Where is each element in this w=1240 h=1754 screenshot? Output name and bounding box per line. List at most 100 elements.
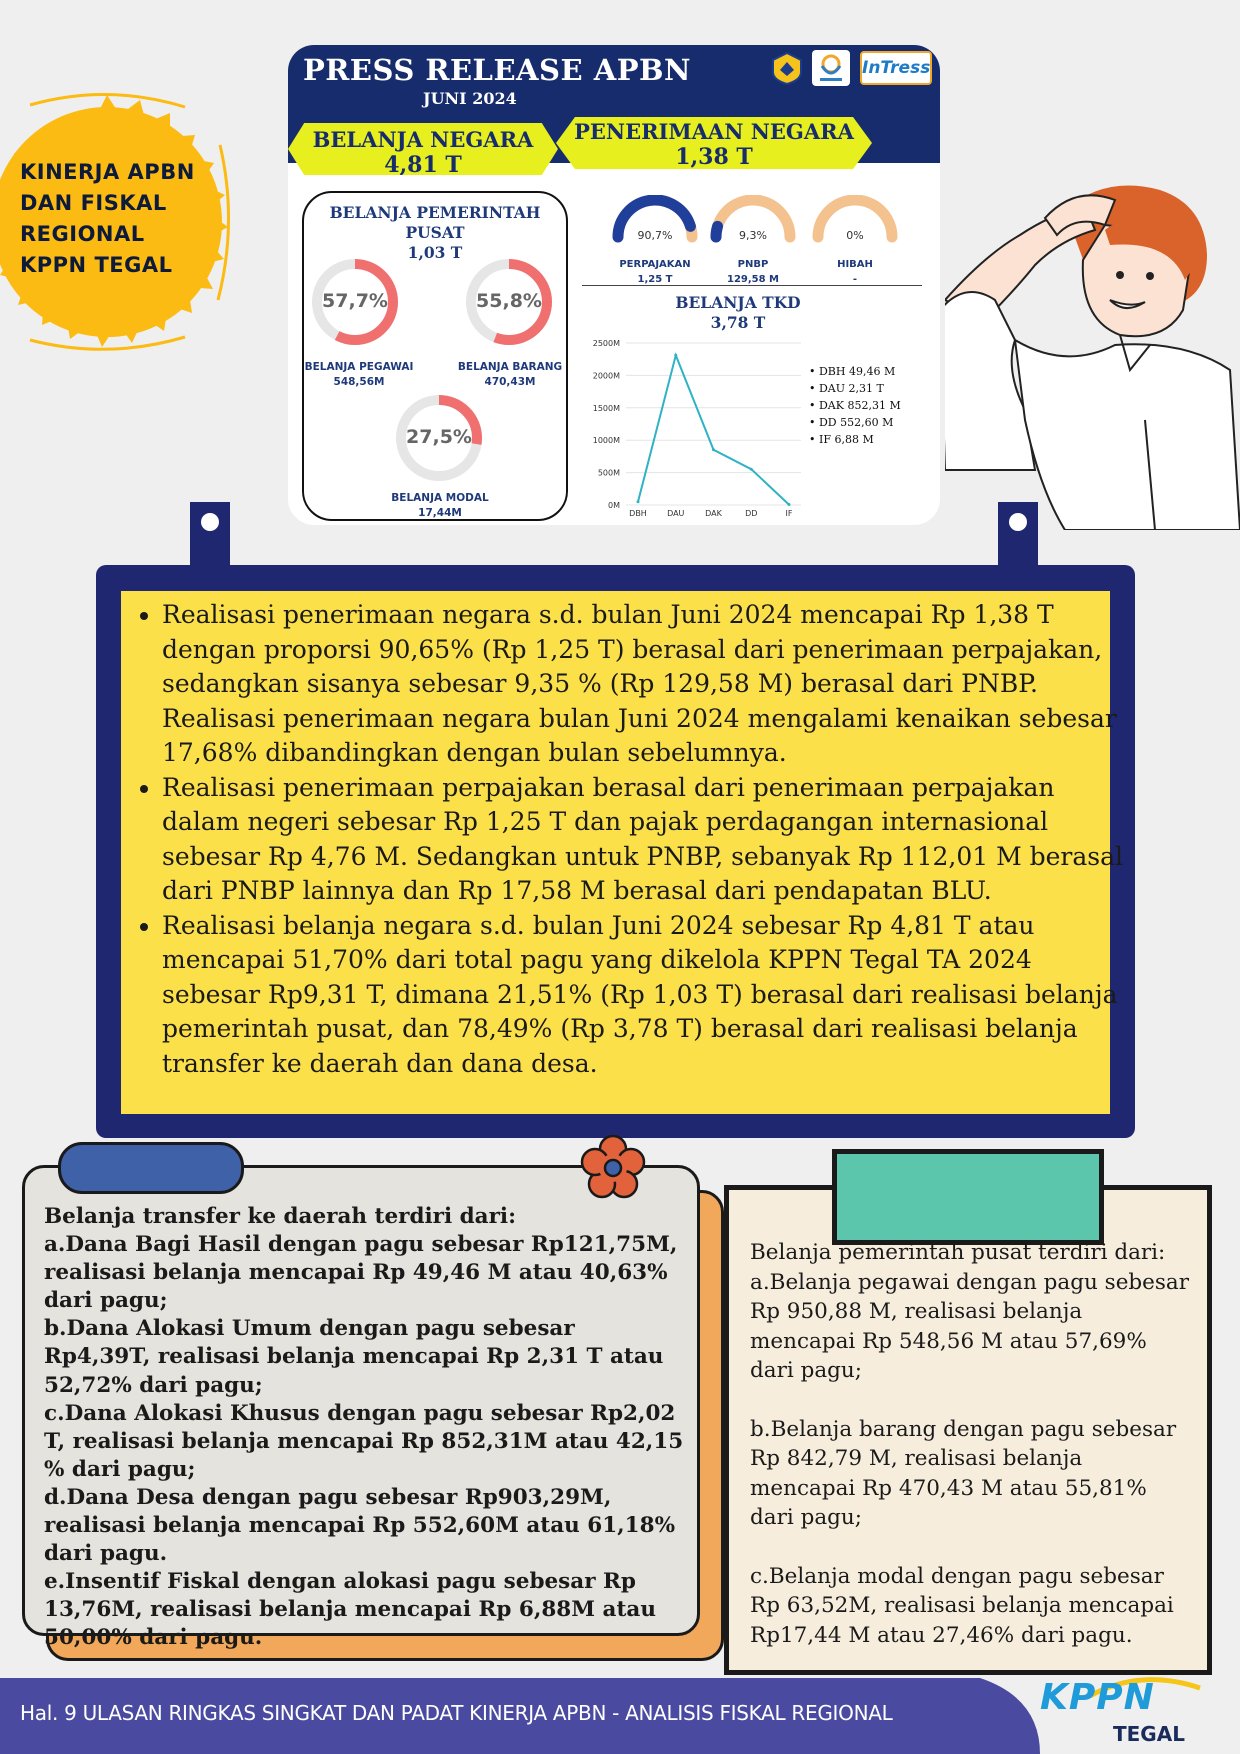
annotation-label: • DAU 2,31 T: [809, 382, 885, 395]
sun-badge-icon: [0, 92, 231, 351]
badge-title: KINERJA APBN DAN FISKAL REGIONAL KPPN TE…: [20, 157, 220, 281]
donut-amount: 17,44M: [418, 507, 462, 519]
intress-logo-icon: InTress: [860, 51, 932, 85]
flower-icon: [580, 1135, 646, 1199]
y-tick-label: 500M: [598, 469, 620, 478]
belanja-pusat-title: BELANJA PEMERINTAH PUSAT 1,03 T: [302, 203, 568, 263]
press-release-title: PRESS RELEASE APBN: [303, 53, 692, 87]
donut-percent: 57,7%: [322, 290, 388, 312]
kemenkeu-logo-icon: [768, 50, 806, 86]
pusat-detail-text: Belanja pemerintah pusat terdiri dari: a…: [750, 1238, 1190, 1650]
belanja-tkd-line-chart: 0M 500M 1000M 1500M 2000M 2500M DBH DAU DAK DD IF •…: [593, 339, 901, 518]
donut-arc: [466, 259, 552, 345]
belanja-barang-label: BELANJA BARANG 470,43M: [450, 360, 570, 390]
donut-label: BELANJA BARANG: [457, 361, 563, 373]
donut-belanja-modal: 27,5%: [394, 393, 484, 483]
donut-percent: 55,8%: [476, 290, 542, 312]
gauge-label-block: HIBAH -: [805, 257, 905, 287]
djpb-logo-icon: [812, 50, 850, 86]
belanja-pusat-value: 1,03 T: [407, 243, 463, 262]
infographic-panel: PRESS RELEASE APBN JUNI 2024 InTress BEL…: [288, 45, 940, 525]
x-tick-label: DBH: [629, 509, 647, 518]
donut-label: BELANJA MODAL: [391, 492, 489, 504]
x-tick-label: IF: [786, 509, 793, 518]
pusat-detail-item: c.Belanja modal dengan pagu sebesar Rp 6…: [750, 1563, 1174, 1648]
belanja-negara-value: 4,81 T: [384, 152, 462, 178]
gauge-arc: [612, 194, 696, 243]
data-point: [712, 448, 715, 452]
gauge-label: PERPAJAKAN: [619, 259, 691, 270]
pusat-detail-heading: Belanja pemerintah pusat terdiri dari:: [750, 1240, 1166, 1265]
gauge-amount: -: [852, 274, 858, 285]
belanja-pusat-title-line: BELANJA PEMERINTAH: [329, 203, 541, 222]
penerimaan-negara-value: 1,38 T: [675, 144, 753, 170]
y-tick-label: 0M: [608, 501, 620, 510]
badge-line: DAN FISKAL: [20, 191, 167, 215]
footer-caption: ULASAN RINGKAS SINGKAT DAN PADAT KINERJA…: [82, 1701, 893, 1725]
summary-bullet: Realisasi penerimaan perpajakan berasal …: [162, 771, 1130, 909]
person-saluting-illustration: [945, 185, 1240, 530]
data-point: [674, 353, 678, 357]
y-tick-label: 1000M: [593, 436, 620, 445]
penerimaan-negara-label: PENERIMAAN NEGARA: [574, 119, 854, 144]
donut-belanja-pegawai: 57,7%: [310, 257, 400, 347]
tkd-detail-heading: Belanja transfer ke daerah terdiri dari:: [44, 1204, 517, 1229]
divider: [582, 285, 922, 286]
annotation-label: • DAK 852,31 M: [809, 399, 901, 412]
pusat-detail-item: b.Belanja barang dengan pagu sebesar Rp …: [750, 1416, 1177, 1531]
pusat-detail-item: a.Belanja pegawai dengan pagu sebesar Rp…: [750, 1269, 1190, 1384]
donut-arc: [312, 259, 398, 345]
kppn-swoosh-icon: [1088, 1677, 1201, 1699]
chart-subtitle: 3,78 T: [710, 313, 766, 332]
donut-label: BELANJA PEGAWAI: [304, 361, 414, 373]
donut-arc: [396, 395, 482, 481]
y-tick-label: 1500M: [593, 404, 620, 413]
x-tick-label: DAK: [705, 509, 722, 518]
belanja-modal-label: BELANJA MODAL 17,44M: [380, 491, 500, 521]
annotation-label: • DBH 49,46 M: [809, 365, 895, 378]
gauge-percent: 9,3%: [739, 229, 767, 242]
gauge-arc: [710, 220, 724, 243]
tkd-detail-item: c.Dana Alokasi Khusus dengan pagu sebesa…: [44, 1400, 684, 1482]
badge-line: KPPN TEGAL: [20, 253, 173, 277]
donut-percent: 27,5%: [406, 426, 472, 448]
gauge-label-block: PNBP 129,58 M: [703, 257, 803, 287]
page-number: Hal. 9: [20, 1701, 77, 1725]
card-tab-pill: [58, 1142, 244, 1194]
chart-title-text: BELANJA TKD: [675, 293, 801, 312]
gauge-amount: 129,58 M: [726, 274, 780, 285]
summary-board-inner: [121, 591, 1110, 1114]
gauge-percent: 0%: [846, 229, 864, 242]
belanja-negara-banner: BELANJA NEGARA 4,81 T: [288, 123, 558, 175]
tkd-detail-card: [22, 1165, 700, 1636]
y-tick-label: 2500M: [593, 339, 620, 348]
belanja-pusat-box: [302, 191, 568, 521]
tkd-detail-item: e.Insentif Fiskal dengan alokasi pagu se…: [44, 1569, 656, 1651]
tkd-detail-text: Belanja transfer ke daerah terdiri dari:…: [44, 1203, 684, 1653]
press-release-date: JUNI 2024: [423, 89, 517, 108]
y-tick-label: 2000M: [593, 371, 620, 380]
gauge-label: PNBP: [737, 259, 769, 270]
footer-text: Hal. 9 ULASAN RINGKAS SINGKAT DAN PADAT …: [20, 1701, 893, 1725]
tkd-detail-item: b.Dana Alokasi Umum dengan pagu sebesar …: [44, 1316, 664, 1398]
badge-line: KINERJA APBN: [20, 160, 195, 184]
belanja-pegawai-label: BELANJA PEGAWAI 548,56M: [304, 360, 414, 390]
gauge-perpajakan: 90,7% PERPAJAKAN 1,25 T: [610, 194, 700, 295]
gauge-hibah: 0% HIBAH -: [810, 194, 900, 295]
tkd-detail-item: d.Dana Desa dengan pagu sebesar Rp903,29…: [44, 1484, 676, 1567]
gauge-label: HIBAH: [837, 259, 873, 270]
data-point: [749, 467, 753, 471]
series-line: [637, 352, 790, 506]
gauge-pnbp: 9,3% PNBP 129,58 M: [708, 194, 798, 295]
donut-amount: 470,43M: [484, 376, 536, 388]
hanger-hole: [1009, 513, 1027, 531]
x-tick-label: DAU: [667, 509, 684, 518]
data-point: [787, 503, 791, 507]
hanger-hole: [201, 513, 219, 531]
annotation-label: • IF 6,88 M: [809, 433, 874, 446]
gauge-label-block: PERPAJAKAN 1,25 T: [605, 257, 705, 287]
donut-amount: 548,56M: [333, 376, 385, 388]
x-tick-label: DD: [745, 509, 757, 518]
kppn-logo: KPPN: [1040, 1677, 1155, 1718]
donut-belanja-barang: 55,8%: [464, 257, 554, 347]
